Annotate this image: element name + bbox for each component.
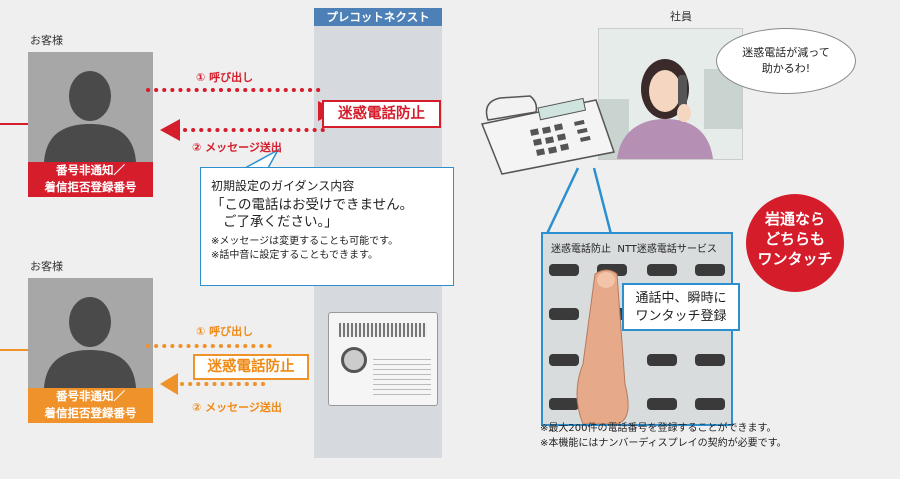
server-title: プレコットネクスト (314, 8, 442, 26)
tag-line-1: 番号非通知／ (56, 163, 125, 177)
badge-line-1: 岩通なら (764, 210, 825, 228)
block-button-2: 迷惑電話防止 (193, 354, 309, 380)
employee-woman-icon (599, 59, 742, 159)
guidance-quote-2: ご了承ください。」 (223, 214, 338, 230)
customer-tag-1: 番号非通知／ 着信拒否登録番号 (28, 162, 153, 197)
guidance-note-1: ※メッセージは変更することも可能です。 (211, 236, 399, 247)
phone-callout-line-1 (543, 167, 580, 239)
iwatsu-badge: 岩通なら どちらも ワンタッチ (746, 194, 844, 292)
office-phone-icon (480, 95, 615, 175)
phone-callout-line-2 (592, 167, 614, 239)
pbx-grille (339, 323, 427, 337)
step-call-1: ① 呼び出し (196, 71, 254, 84)
panel-keys-and-finger (549, 264, 725, 424)
pointing-finger-icon (576, 269, 629, 424)
guidance-box: 初期設定のガイダンス内容 「この電話はお受けできません。 ご了承ください。」 ※… (200, 167, 454, 286)
customer-avatar-2 (28, 278, 153, 388)
step-message-2: ② メッセージ送出 (192, 401, 282, 414)
message-arrowhead-orange (160, 373, 178, 395)
employee-speech-bubble: 迷惑電話が減って 助かるわ! (716, 28, 856, 94)
customer-avatar-1 (28, 52, 153, 162)
customer-label-1: お客様 (30, 34, 63, 47)
note-2: ※本機能にはナンバーディスプレイの契約が必要です。 (540, 438, 787, 449)
message-arrowhead-red (160, 119, 180, 141)
key-label-ntt: NTT迷惑電話サービス (617, 244, 717, 255)
badge-line-2: どちらも (764, 230, 825, 248)
pbx-ports (373, 357, 431, 395)
callout-line-2: ワンタッチ登録 (635, 309, 727, 324)
guidance-note-2: ※話中音に設定することもできます。 (211, 250, 378, 261)
pbx-power-icon (341, 347, 367, 373)
guidance-title: 初期設定のガイダンス内容 (211, 179, 355, 193)
key-label-block: 迷惑電話防止 (551, 244, 611, 255)
block-button-1: 迷惑電話防止 (322, 100, 441, 128)
one-touch-callout: 通話中、瞬時に ワンタッチ登録 (622, 283, 740, 331)
tag-line-2: 着信拒否登録番号 (44, 180, 137, 194)
guidance-notes: ※メッセージは変更することも可能です。 ※話中音に設定することもできます。 (211, 235, 443, 263)
badge-line-3: ワンタッチ (757, 250, 833, 268)
person-silhouette-icon (44, 71, 136, 162)
customer-tag-2: 番号非通知／ 着信拒否登録番号 (28, 388, 153, 423)
tag-line-1: 番号非通知／ (56, 389, 125, 403)
tag-line-2: 着信拒否登録番号 (44, 406, 137, 420)
pbx-device (328, 312, 438, 406)
panel-key-labels: 迷惑電話防止 NTT迷惑電話サービス (551, 240, 717, 255)
guidance-quote-1: 「この電話はお受けできません。 (211, 197, 414, 213)
speech-line-1: 迷惑電話が減って (742, 46, 830, 59)
customer-label-2: お客様 (30, 260, 63, 273)
step-call-2: ① 呼び出し (196, 325, 254, 338)
left-connector-orange (0, 349, 28, 351)
note-1: ※最大200件の電話番号を登録することができます。 (540, 423, 777, 434)
step-message-1: ② メッセージ送出 (192, 141, 282, 154)
callout-line-1: 通話中、瞬時に (635, 291, 727, 306)
footnotes: ※最大200件の電話番号を登録することができます。 ※本機能にはナンバーディスプ… (540, 421, 787, 451)
employee-label: 社員 (670, 10, 692, 23)
left-connector-red (0, 123, 28, 125)
person-silhouette-icon (44, 297, 136, 388)
speech-line-2: 助かるわ! (761, 62, 811, 75)
